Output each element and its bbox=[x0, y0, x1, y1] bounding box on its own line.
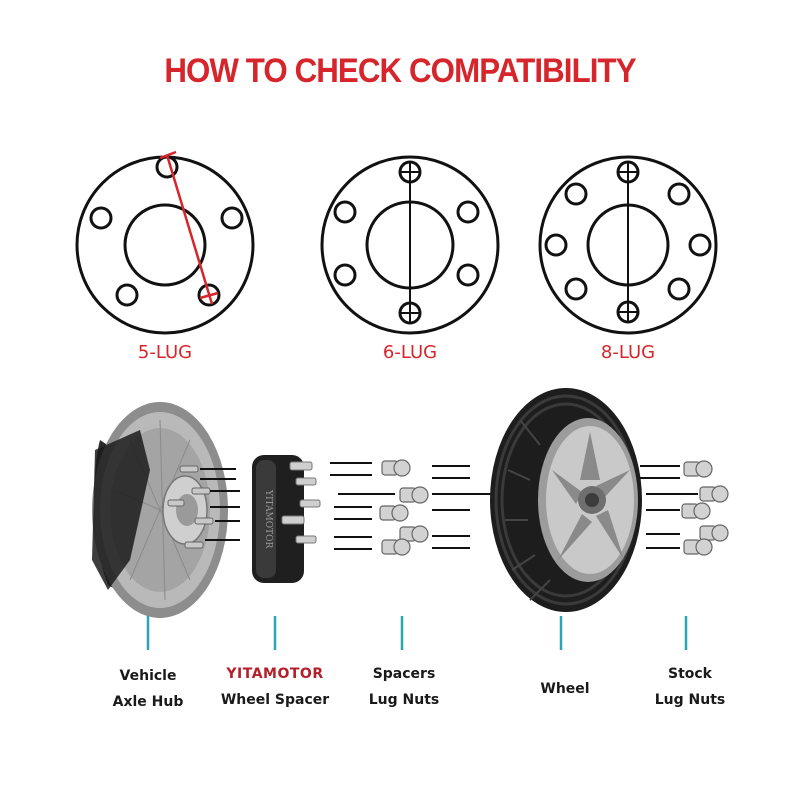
connector-lines bbox=[146, 616, 688, 650]
component-stock-lug-nuts: Stock Lug Nuts bbox=[630, 661, 750, 713]
spacer-stamp: YITAMOTOR bbox=[263, 489, 273, 548]
label-6-lug: 6-LUG bbox=[382, 342, 438, 363]
spacer-alignment-lines bbox=[330, 462, 395, 550]
component-wheel-spacer: YITAMOTOR Wheel Spacer bbox=[210, 661, 340, 713]
bolt-pattern-8-lug bbox=[538, 155, 718, 335]
spacer-nuts-label-line1: Spacers bbox=[372, 666, 436, 682]
wheel-spacer-illustration: YITAMOTOR bbox=[252, 455, 321, 583]
wheel-label: Wheel bbox=[540, 681, 590, 697]
hub-alignment-lines bbox=[200, 468, 240, 541]
spacer-lug-nuts-illustration bbox=[379, 459, 429, 556]
page-title: HOW TO CHECK COMPATIBILITY bbox=[164, 52, 636, 90]
label-5-lug: 5-LUG bbox=[137, 342, 193, 363]
axle-hub-illustration bbox=[92, 402, 228, 618]
stock-lug-nuts-illustration bbox=[681, 460, 729, 556]
spacer-label-line2: Wheel Spacer bbox=[220, 692, 330, 708]
component-wheel: Wheel bbox=[505, 676, 625, 702]
bolt-pattern-6-lug bbox=[320, 155, 500, 335]
label-8-lug: 8-LUG bbox=[600, 342, 656, 363]
hub-label-line2: Axle Hub bbox=[112, 694, 184, 710]
wheel-illustration bbox=[490, 388, 642, 612]
stock-nuts-label-line1: Stock bbox=[667, 666, 712, 682]
stock-alignment-lines bbox=[640, 465, 698, 549]
hub-label-line1: Vehicle bbox=[119, 668, 177, 684]
wheel-alignment-lines bbox=[432, 465, 495, 549]
stock-nuts-label-line2: Lug Nuts bbox=[654, 692, 726, 708]
component-spacer-lug-nuts: Spacers Lug Nuts bbox=[344, 661, 464, 713]
spacer-nuts-label-line2: Lug Nuts bbox=[368, 692, 440, 708]
component-vehicle-axle-hub: Vehicle Axle Hub bbox=[88, 663, 208, 715]
brand-label: YITAMOTOR bbox=[226, 666, 324, 682]
bolt-pattern-5-lug bbox=[75, 150, 255, 335]
